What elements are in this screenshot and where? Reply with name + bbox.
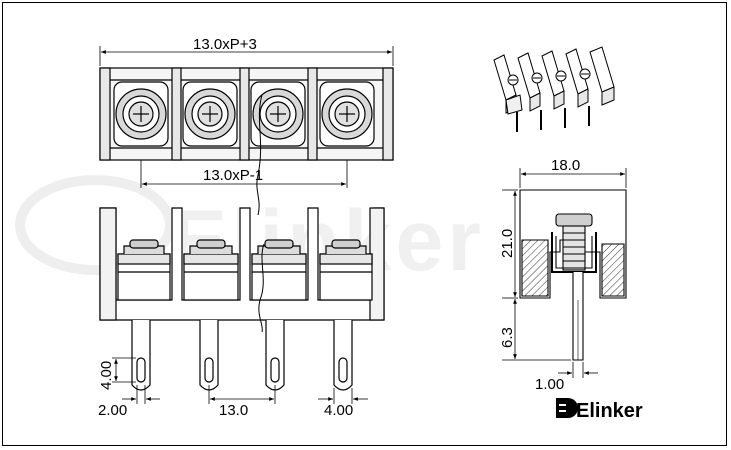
top-screw-2	[182, 81, 238, 147]
top-screw-1	[113, 81, 169, 147]
logo-text: Elinker	[576, 400, 643, 422]
pin-length-label: 6.3	[499, 327, 516, 348]
pin-pitch-label: 13.0	[219, 402, 248, 419]
iso-section-1	[505, 74, 523, 132]
front-cavity-4	[319, 239, 373, 301]
dim-slot-height	[112, 357, 136, 383]
iso-end-block	[589, 46, 615, 106]
iso-barrier-2	[517, 52, 541, 112]
depth-label: 18.0	[551, 157, 580, 174]
overall-width-label: 13.0xP+3	[193, 36, 257, 53]
dim-pin-pitch	[208, 385, 276, 404]
height-label: 21.0	[499, 229, 516, 258]
dim-height	[502, 189, 518, 299]
front-cavity-3	[251, 239, 307, 301]
dim-slot-width	[122, 385, 160, 404]
pin-4	[333, 320, 353, 391]
inner-span-label: 13.0xP-1	[203, 167, 263, 184]
pin-2	[199, 320, 219, 391]
pin-thickness-label: 1.00	[535, 376, 564, 393]
elinker-logo-icon	[556, 398, 578, 418]
iso-section-2	[531, 72, 543, 130]
top-screw-4	[319, 81, 375, 147]
top-screw-3	[250, 81, 306, 147]
slot-width-label: 2.00	[98, 402, 127, 419]
isometric-view	[493, 46, 615, 132]
dim-overall-width: 13.0xP+3	[99, 36, 394, 66]
front-view	[99, 207, 385, 391]
dim-depth	[519, 168, 627, 188]
iso-section-3	[555, 70, 567, 128]
slot-height-label: 4.00	[98, 361, 115, 390]
pin-3	[265, 320, 285, 391]
front-cavity-1	[117, 239, 171, 301]
dim-pin-thickness	[558, 362, 598, 378]
dim-pin-width	[318, 388, 368, 404]
drawing-frame	[2, 2, 727, 446]
iso-barrier-3	[541, 50, 565, 110]
dim-inner-span: 13.0xP-1	[140, 160, 348, 188]
side-view	[519, 189, 627, 361]
front-cavity-2	[183, 239, 239, 301]
elinker-logo: Elinker	[556, 398, 643, 422]
iso-barrier-4	[565, 48, 589, 108]
iso-section-4	[579, 68, 591, 126]
top-view	[99, 67, 394, 216]
pin-width-label: 4.00	[324, 402, 353, 419]
dim-pin-length	[502, 299, 571, 361]
pin-1	[131, 320, 151, 391]
